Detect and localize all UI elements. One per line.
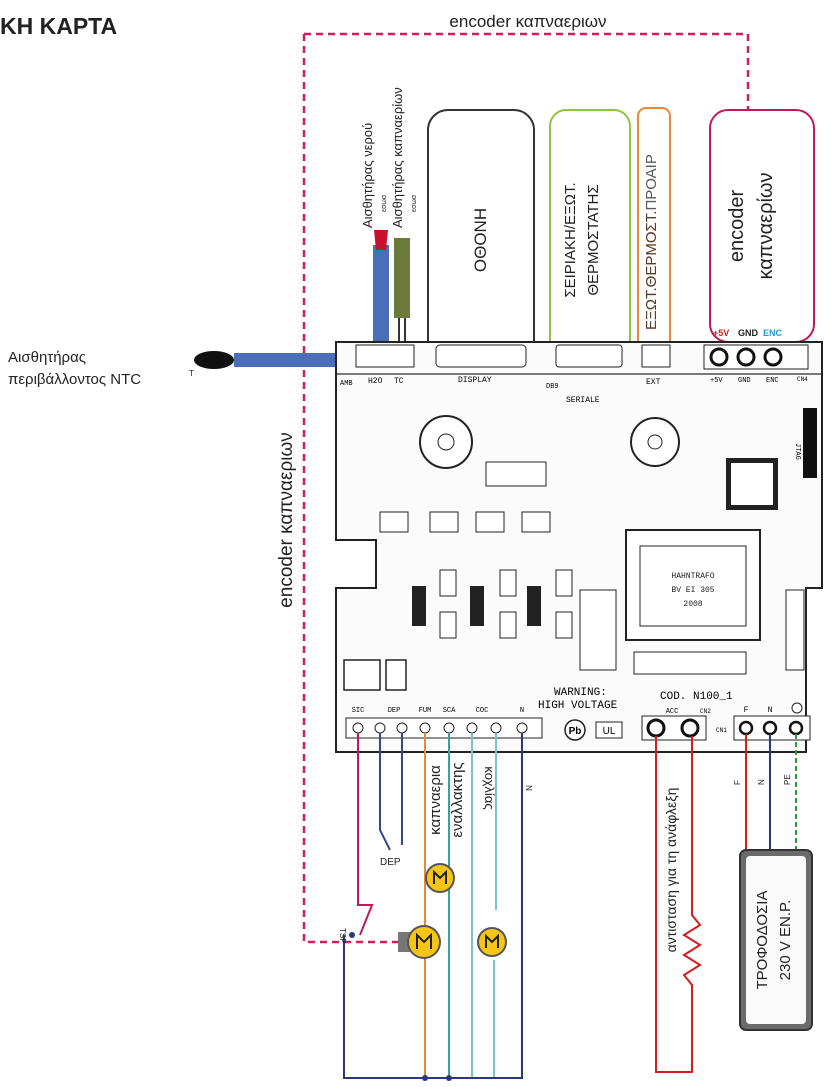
- board-seriale: SERIALE: [566, 396, 600, 405]
- board-amb: AMB: [340, 380, 353, 388]
- power-pe-label: PE: [783, 774, 792, 785]
- board-display: DISPLAY: [458, 376, 492, 385]
- power-wiring: [745, 734, 797, 850]
- power-n-label: N: [757, 779, 766, 785]
- display-connector: [435, 344, 527, 368]
- output-wiring: [343, 733, 523, 1079]
- board-high-voltage: HIGH VOLTAGE: [538, 700, 618, 712]
- encoder-terminal-plus: [709, 347, 729, 367]
- terminal-coc: COC: [476, 707, 489, 715]
- serial-connector: [555, 344, 623, 368]
- board-cod: COD. N100_1: [660, 691, 733, 703]
- fumes-sensor-sublabel: εσωσ: [411, 194, 418, 212]
- board-cn2: CN2: [700, 708, 711, 715]
- encoder-box-label-2: καπναερίων: [755, 172, 777, 279]
- board-h2o: H2O: [368, 377, 383, 386]
- exchanger-label: εναλλακτης: [449, 762, 466, 837]
- board-jtag: JTAG: [793, 443, 801, 460]
- water-sensor-label: Αισθητήρας νερού: [360, 123, 375, 228]
- board-cn1: CN1: [716, 727, 727, 734]
- power-supply-label-2: 230 V ΕΝ.Ρ.: [777, 900, 794, 981]
- board-pb: Pb: [569, 726, 582, 737]
- encoder-left-label: encoder καπναεριων: [276, 432, 297, 608]
- ambient-sensor-label-2: περιβάλλοντος NTC: [8, 371, 141, 388]
- terminal-fum: FUM: [419, 707, 432, 715]
- buzzer-right: [630, 417, 680, 467]
- jtag-header: [803, 408, 817, 478]
- terminal-sic: SIC: [352, 707, 365, 715]
- trafo-label-3: 2008: [683, 600, 702, 609]
- igniter-wiring: [655, 736, 702, 1073]
- terminal-dep: DEP: [388, 707, 401, 715]
- encoder-box-label-1: encoder: [726, 190, 748, 263]
- board-cn4: CN4: [797, 376, 808, 383]
- fumes-sensor-label: Αισθητήρας καπναερίων: [390, 87, 405, 228]
- earth-icon: [791, 702, 803, 714]
- encoder-terminal-gnd: [736, 347, 756, 367]
- display-box-label: ΟΘΟΝΗ: [471, 208, 490, 272]
- water-sensor-sublabel: εσωσ: [381, 194, 388, 212]
- buzzer-left: [419, 415, 473, 469]
- board-pin-gnd: GND: [738, 377, 751, 385]
- board-warning: WARNING:: [554, 687, 607, 699]
- auger-label: κοχλίας: [482, 766, 497, 809]
- encoder-pin-gnd: GND: [738, 328, 759, 338]
- board-pin-enc: ENC: [766, 377, 779, 385]
- main-fan-motor-icon: [398, 925, 441, 959]
- external-thermostat-label-a: ΕΞΩΤ.ΘΕΡΜΟΣΤ.: [643, 211, 660, 330]
- ambient-sensor-label-1: Αισθητήρας: [8, 349, 86, 366]
- tsp-label: TSP: [338, 928, 347, 944]
- encoder-top-label: encoder καπναεριων: [449, 12, 606, 31]
- serial-box-label-1: ΣΕΙΡΙΑΚΗ/ΕΞΩΤ.: [562, 182, 579, 297]
- encoder-pin-plus: +5V: [713, 328, 729, 338]
- neutral-label: N: [525, 785, 534, 791]
- page-title: ΚΗ ΚΑΡΤΑ: [0, 13, 117, 39]
- trafo-label-1: HAHNTRAFO: [671, 572, 714, 581]
- board-acc: ACC: [666, 708, 679, 716]
- ext-connector: [641, 344, 671, 368]
- board-pin-plus: +5V: [710, 377, 723, 385]
- board-ext: EXT: [646, 378, 661, 387]
- terminal-n: N: [520, 707, 524, 715]
- board-db9: DB9: [546, 383, 559, 391]
- terminal-sca: SCA: [443, 707, 456, 715]
- encoder-pin-enc: ENC: [763, 328, 783, 338]
- board-ul: UL: [603, 726, 616, 737]
- power-f-label: F: [733, 780, 742, 785]
- sensor-terminal-block: [355, 344, 415, 368]
- board-tc: TC: [394, 377, 404, 386]
- auger-motor-icon: [477, 927, 507, 957]
- encoder-terminal-enc: [763, 347, 783, 367]
- ul-badge: [595, 721, 623, 739]
- controller-board: HAHNTRAFO BV EI 305 2008 AMB H2O TC DISP…: [335, 341, 823, 753]
- pb-free-icon: [564, 719, 586, 741]
- fumes-fan-motor-icon: [425, 863, 455, 893]
- ambient-sensor-mark: T: [189, 369, 194, 378]
- board-f: F: [744, 706, 749, 715]
- encoder-dashed-wire: [302, 32, 750, 944]
- serial-box-label-2: ΘΕΡΜΟΣΤΑΤΗΣ: [585, 184, 602, 295]
- resistor-label: αντισταση για τη ανάφλεξη: [663, 788, 679, 953]
- ambient-ntc-probe: [194, 351, 358, 369]
- dep-label: DEP: [380, 857, 401, 868]
- fumes-fan-label: καπναερια: [427, 765, 444, 835]
- board-n: N: [768, 706, 773, 715]
- transformer: [625, 529, 761, 641]
- external-thermostat-label-b: ΕΞΩΤ.ΘΕΡΜΟΣΤ.ΠΡΟΑΙΡ: [643, 154, 660, 330]
- power-supply-label-1: ΤΡΟΦΟΔΟΣΙΑ: [754, 891, 771, 990]
- trafo-label-2: BV EI 305: [671, 586, 714, 595]
